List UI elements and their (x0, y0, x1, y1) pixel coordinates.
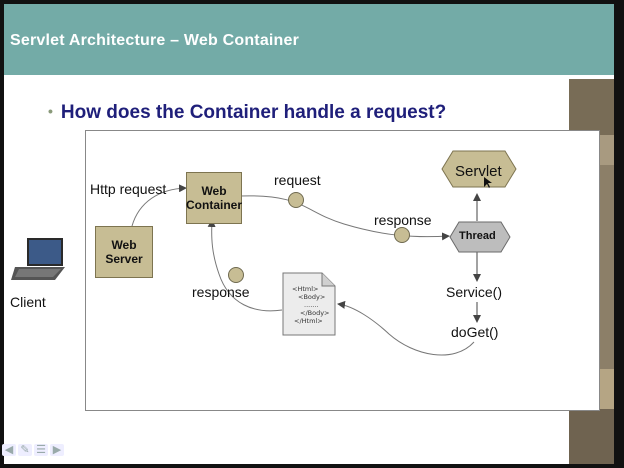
servlet-hexagon (441, 150, 517, 188)
forward-arrow-icon[interactable]: ▶ (50, 444, 64, 456)
thread-hexagon (449, 221, 511, 253)
request-message-node (288, 192, 304, 208)
slide-nav-bar: ◀ ✎ ☰ ▶ (2, 444, 64, 458)
html-doc-line: </Body> (300, 309, 330, 317)
bullet-question: • How does the Container handle a request… (48, 102, 446, 124)
html-doc-line: <Body> (298, 293, 326, 301)
back-arrow-icon[interactable]: ◀ (2, 444, 16, 456)
slide: Servlet Architecture – Web Container • Ho… (4, 4, 614, 464)
html-doc-line: </Html> (294, 317, 323, 325)
laptop-icon (11, 238, 65, 280)
bullet-dot: • (48, 103, 53, 119)
bullet-text: How does the Container handle a request? (60, 102, 447, 123)
web-container-box: Web Container (186, 172, 242, 224)
doget-label: doGet() (451, 324, 499, 340)
response-message-node-bottom (228, 267, 244, 283)
cursor-icon (484, 177, 492, 188)
html-doc-line: ....... (304, 301, 319, 309)
web-server-box: Web Server (95, 226, 153, 278)
servlet-label: Servlet (455, 163, 502, 180)
html-doc-line: <Html> (292, 285, 319, 293)
response-label-bottom: response (192, 284, 250, 300)
client-label: Client (10, 294, 46, 310)
title-bar: Servlet Architecture – Web Container (4, 4, 614, 75)
slide-title: Servlet Architecture – Web Container (10, 32, 300, 49)
service-label: Service() (446, 284, 503, 300)
html-doc-text: <Html> <Body> ....... </Body> </Html> (290, 285, 330, 325)
diagram-connectors (131, 184, 481, 356)
pen-icon[interactable]: ✎ (18, 444, 32, 456)
diagram-frame (85, 130, 600, 411)
document-icon (282, 272, 336, 336)
menu-icon[interactable]: ☰ (34, 444, 48, 456)
http-request-label: Http request (90, 181, 167, 197)
web-server-label: Web Server (105, 238, 143, 266)
thread-label: Thread (459, 230, 496, 242)
web-container-label: Web Container (186, 184, 243, 212)
request-label: request (274, 172, 321, 188)
response-label-top: response (374, 212, 432, 228)
response-message-node-top (394, 227, 410, 243)
